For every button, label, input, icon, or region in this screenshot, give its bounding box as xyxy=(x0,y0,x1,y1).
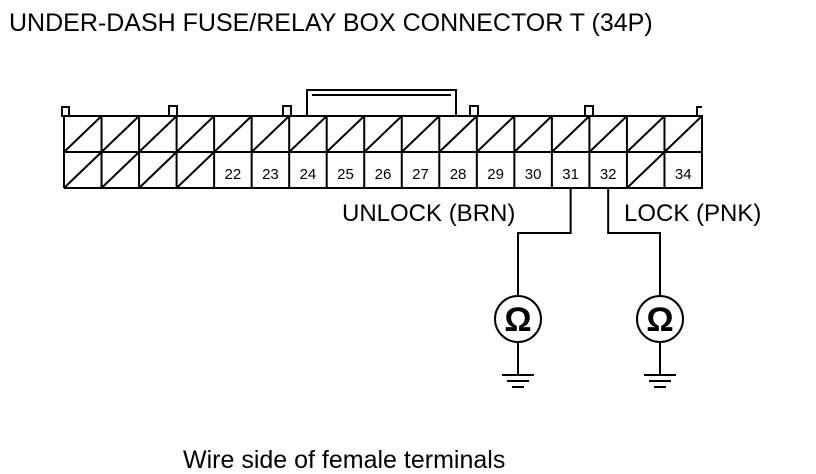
top-empty-cavity xyxy=(438,115,478,153)
diagram-caption: Wire side of female terminals xyxy=(183,446,505,474)
connector-notch xyxy=(168,105,178,117)
top-empty-cavity xyxy=(175,115,215,153)
ohm-symbol: Ω xyxy=(646,301,673,339)
top-empty-cavity xyxy=(588,115,628,153)
connector-latch xyxy=(306,89,457,116)
top-empty-cavity xyxy=(476,115,516,153)
ground-icon xyxy=(644,374,676,388)
top-empty-cavity xyxy=(100,115,140,153)
connector-notch xyxy=(282,105,292,117)
top-empty-cavity xyxy=(401,115,440,153)
pin-24-label: 24 xyxy=(300,166,317,183)
top-empty-cavity xyxy=(626,115,666,153)
top-empty-cavity xyxy=(250,115,290,153)
pin-32-label: 32 xyxy=(600,166,617,183)
top-empty-cavity xyxy=(551,115,591,153)
pin-29-label: 29 xyxy=(487,166,504,183)
top-empty-cavity xyxy=(326,115,365,153)
top-empty-cavity xyxy=(63,115,103,153)
pin-26-label: 26 xyxy=(375,166,392,183)
top-empty-cavity xyxy=(663,115,703,153)
top-empty-cavity xyxy=(363,115,403,153)
connector-body: 22 23 24 25 26 27 28 29 30 31 32 34 xyxy=(61,89,703,189)
pin-27-label: 27 xyxy=(412,166,429,183)
ohm-symbol: Ω xyxy=(504,301,531,339)
top-empty-cavity xyxy=(288,115,328,153)
connector-notch xyxy=(61,106,70,117)
bottom-empty-cavity xyxy=(138,151,178,189)
bottom-empty-cavity xyxy=(175,151,215,189)
pin-23-label: 23 xyxy=(262,166,279,183)
lock-wire-label: LOCK (PNK) xyxy=(624,200,761,227)
probe-lead-pin-32 xyxy=(607,188,661,296)
bottom-empty-cavity xyxy=(626,151,666,189)
connector-notch xyxy=(584,105,594,117)
top-empty-cavity xyxy=(513,115,553,153)
pin-25-label: 25 xyxy=(337,166,354,183)
bottom-empty-cavity xyxy=(63,151,103,189)
ground-icon xyxy=(502,374,534,388)
connector-notch xyxy=(469,105,479,117)
top-empty-cavity xyxy=(213,115,253,153)
pin-34-label: 34 xyxy=(675,166,692,183)
pin-28-label: 28 xyxy=(450,166,467,183)
pin-31-label: 31 xyxy=(562,166,579,183)
connector-notch xyxy=(696,106,702,117)
pin-22-label: 22 xyxy=(225,166,242,183)
probe-lead-pin-31 xyxy=(517,188,572,296)
unlock-wire-label: UNLOCK (BRN) xyxy=(342,200,515,227)
pin-30-label: 30 xyxy=(525,166,542,183)
diagram-title: UNDER-DASH FUSE/RELAY BOX CONNECTOR T (3… xyxy=(9,9,653,37)
bottom-empty-cavity xyxy=(100,151,140,189)
top-empty-cavity xyxy=(138,115,178,153)
